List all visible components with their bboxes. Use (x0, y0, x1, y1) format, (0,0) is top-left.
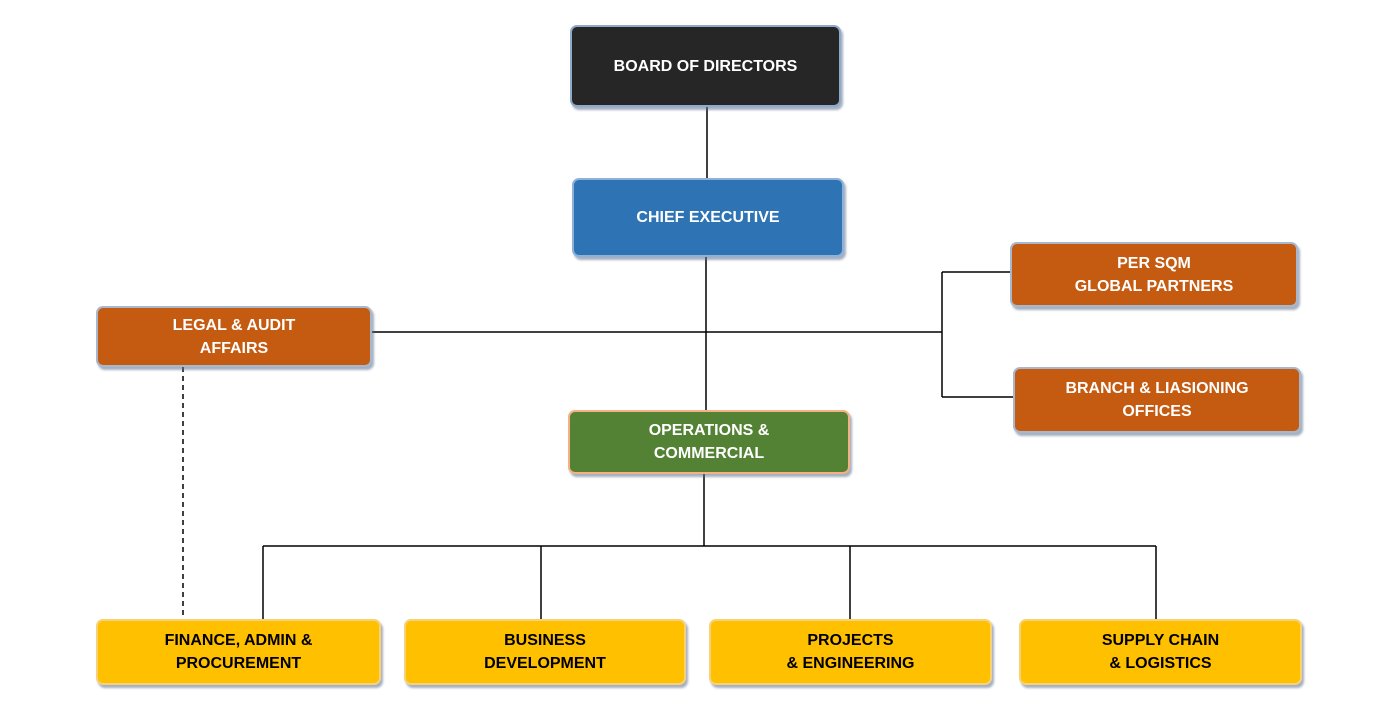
projects-engineering-node: PROJECTS & ENGINEERING (709, 619, 992, 685)
chief-executive-label: CHIEF EXECUTIVE (636, 209, 780, 226)
legal-audit-affairs-node: LEGAL & AUDIT AFFAIRS (96, 306, 372, 367)
finance-admin-procurement-node: FINANCE, ADMIN & PROCUREMENT (96, 619, 381, 685)
chief-executive-node: CHIEF EXECUTIVE (572, 178, 844, 257)
operations-commercial-node: OPERATIONS & COMMERCIAL (568, 410, 850, 474)
finance-admin-procurement-label: FINANCE, ADMIN & PROCUREMENT (164, 632, 313, 672)
legal-audit-affairs-label: LEGAL & AUDIT AFFAIRS (172, 316, 296, 357)
board-of-directors-label: BOARD OF DIRECTORS (613, 57, 798, 75)
branch-liasioning-offices-label: BRANCH & LIASIONING OFFICES (1065, 380, 1249, 420)
branch-liasioning-offices-node: BRANCH & LIASIONING OFFICES (1013, 367, 1301, 433)
operations-commercial-label: OPERATIONS & COMMERCIAL (648, 422, 770, 462)
board-of-directors-node: BOARD OF DIRECTORS (570, 25, 841, 107)
per-sqm-global-partners-node: PER SQM GLOBAL PARTNERS (1010, 242, 1298, 307)
supply-chain-logistics-label: SUPPLY CHAIN & LOGISTICS (1101, 632, 1220, 672)
supply-chain-logistics-node: SUPPLY CHAIN & LOGISTICS (1019, 619, 1302, 685)
projects-engineering-label: PROJECTS & ENGINEERING (786, 632, 915, 672)
per-sqm-global-partners-label: PER SQM GLOBAL PARTNERS (1074, 254, 1234, 295)
business-development-node: BUSINESS DEVELOPMENT (404, 619, 686, 685)
business-development-label: BUSINESS DEVELOPMENT (484, 632, 606, 672)
